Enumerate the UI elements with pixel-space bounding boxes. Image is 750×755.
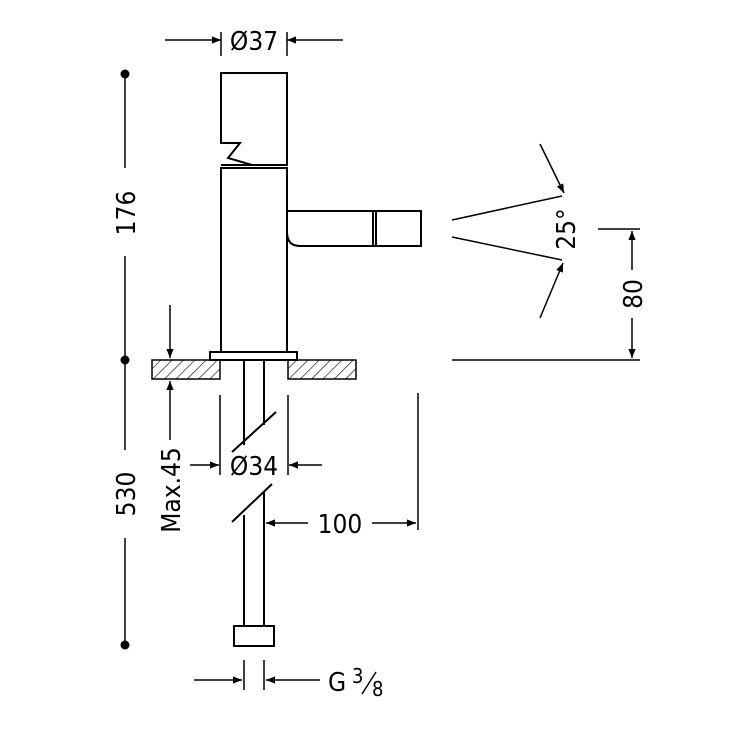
label-spout-reach: 100 — [318, 510, 363, 540]
label-max-deck: Max.45 — [157, 447, 187, 533]
shank-break-2 — [231, 483, 273, 523]
spray-cone — [451, 195, 563, 261]
deck-section — [151, 359, 357, 380]
thread-fraction-bar — [361, 671, 377, 695]
dimension-dots — [120, 69, 130, 650]
thread-denominator: 8 — [372, 677, 383, 701]
dot-middle — [120, 355, 130, 365]
deck-right-hatch — [287, 359, 357, 380]
dot-top — [120, 69, 130, 79]
dot-bottom — [120, 640, 130, 650]
label-spout-height: 80 — [619, 279, 649, 309]
faucet-spout — [286, 210, 374, 247]
faucet-column — [220, 167, 288, 353]
spout-nozzle — [375, 210, 422, 247]
dimension-lines — [124, 32, 640, 690]
label-spout-angle: 25° — [552, 208, 582, 249]
thread-label: G 3 8 — [328, 664, 383, 701]
deck-left-hatch — [151, 359, 221, 380]
label-top-diameter: Ø37 — [230, 27, 278, 57]
connector-nut — [233, 625, 275, 647]
label-total-height: 176 — [112, 191, 142, 236]
base-flange — [209, 351, 298, 361]
label-below-deck: 530 — [112, 472, 142, 517]
faucet-handle — [220, 72, 288, 166]
faucet-body — [209, 72, 422, 647]
label-hole-diameter: Ø34 — [230, 452, 278, 482]
shank-break-1 — [231, 411, 277, 453]
thread-numerator: 3 — [352, 664, 363, 688]
thread-prefix: G — [328, 668, 346, 698]
